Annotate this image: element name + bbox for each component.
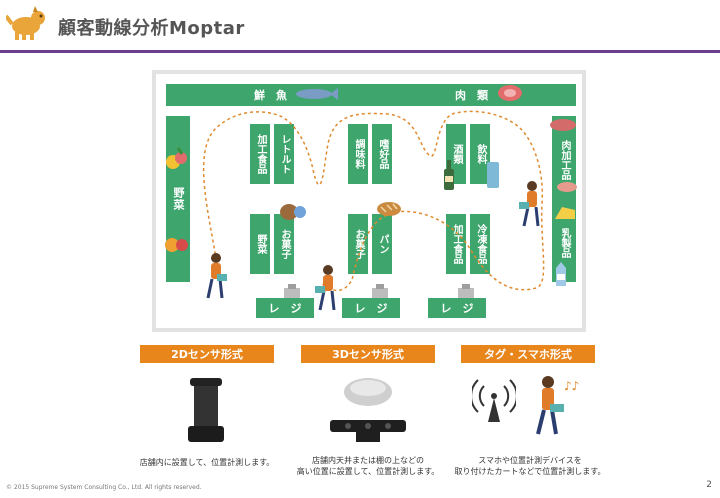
shelf-label: 野菜: [172, 187, 185, 211]
shopper-figure-icon: [206, 253, 227, 299]
method-label-tag-smartphone: タグ・スマホ形式: [461, 345, 595, 363]
desc-line: 取り付けたカートなどで位置計測します。: [454, 467, 606, 476]
shelf-dairy-label: 乳製品: [559, 228, 570, 258]
method-label-text: 3Dセンサ形式: [332, 348, 404, 361]
shelf-right-meat-dairy: 肉加工品 乳製品: [552, 116, 576, 282]
shelf-vegetables-2: 野菜: [250, 214, 270, 274]
desc-line: スマホや位置計測デバイスを: [478, 456, 582, 465]
shelf-label: 加工食品: [451, 224, 462, 264]
wine-bottle-icon: [444, 160, 454, 190]
cheese-icon: [555, 207, 575, 219]
ham-icon: [550, 119, 576, 131]
cash-register-icon: [372, 284, 388, 298]
shelf-snacks-2: お菓子: [348, 214, 368, 274]
cash-register-icon: [284, 284, 300, 298]
vegetables-icon: [166, 147, 187, 169]
register-3: レ ジ: [428, 298, 486, 318]
method-label-3d-sensor: 3Dセンサ形式: [301, 345, 435, 363]
shelf-label: お菓子: [279, 229, 290, 259]
desc-line: 店舗内に設置して、位置計測します。: [139, 458, 275, 467]
shelf-label: 飲料: [475, 144, 486, 164]
cash-register-icon: [458, 284, 474, 298]
shelf-top-fish-meat: 鮮 魚 肉 類: [166, 84, 576, 106]
desc-line: 店舗内天井または棚の上などの: [312, 456, 424, 465]
fish-icon: [296, 88, 338, 100]
shelf-label: レトルト: [279, 134, 290, 174]
register-2: レ ジ: [342, 298, 400, 318]
2d-sensor-device-icon: [188, 378, 224, 442]
shelf-label: お菓子: [353, 229, 364, 259]
shelf-bread: パン: [372, 214, 392, 274]
shelf-luxury-goods: 嗜好品: [372, 124, 392, 184]
milk-carton-icon: [556, 262, 566, 286]
shelf-fish-label: 鮮 魚: [254, 89, 287, 102]
shelf-label: パン: [377, 234, 388, 254]
wireless-tag-icon: [472, 379, 516, 422]
shelf-label: 調味料: [353, 139, 364, 169]
method-label-2d-sensor: 2Dセンサ形式: [140, 345, 274, 363]
method-desc-2d: 店舗内に設置して、位置計測します。: [130, 457, 284, 468]
shelf-label: 加工食品: [255, 134, 266, 174]
dog-logo-icon: [6, 6, 45, 40]
header: 顧客動線分析Moptar: [0, 0, 720, 50]
shelf-label: 酒類: [451, 144, 462, 164]
shelf-beverages: 飲料: [470, 124, 490, 184]
shelf-processed-food-1: 加工食品: [250, 124, 270, 184]
shopper-figure-icon: [315, 265, 336, 311]
method-label-text: 2Dセンサ形式: [171, 348, 243, 361]
shelf-frozen-food: 冷凍食品: [470, 214, 490, 274]
fruit-icon: [165, 238, 188, 252]
shopper-figure-icon: [519, 181, 540, 227]
shelf-seasoning: 調味料: [348, 124, 368, 184]
desc-line: 高い位置に設置して、位置計測します。: [296, 467, 440, 476]
page-number: 2: [706, 480, 712, 490]
shelf-meat-label: 肉 類: [455, 89, 488, 102]
meat-icon: [498, 85, 522, 101]
shelf-retort: レトルト: [274, 124, 294, 184]
shelf-vegetables-left: 野菜: [166, 116, 190, 282]
3d-sensor-device-icon: [330, 378, 406, 442]
shelf-label: 冷凍食品: [475, 224, 486, 264]
register-label: レ ジ: [440, 302, 474, 315]
shelf-processed-food-2: 加工食品: [446, 214, 466, 274]
copyright: © 2015 Supreme System Consulting Co., Lt…: [6, 484, 202, 491]
register-label: レ ジ: [354, 302, 388, 315]
shelf-label: 嗜好品: [377, 139, 388, 169]
shelf-label: 野菜: [255, 234, 266, 254]
shopper-with-smartphone-icon: ♪♪: [536, 376, 579, 435]
drink-can-icon: [487, 162, 499, 188]
method-label-text: タグ・スマホ形式: [484, 348, 572, 361]
shelf-meat-processed-label: 肉加工品: [559, 140, 570, 180]
register-label: レ ジ: [268, 302, 302, 315]
shelf-snacks-1: お菓子: [274, 214, 294, 274]
svg-text:♪♪: ♪♪: [564, 379, 579, 393]
register-1: レ ジ: [256, 298, 314, 318]
page-title: 顧客動線分析Moptar: [58, 18, 245, 39]
method-desc-tag: スマホや位置計測デバイスを 取り付けたカートなどで位置計測します。: [452, 455, 608, 477]
header-divider: [0, 50, 720, 53]
snacks-icon: [280, 204, 306, 220]
method-desc-3d: 店舗内天井または棚の上などの 高い位置に設置して、位置計測します。: [290, 455, 446, 477]
sausage-icon: [557, 182, 577, 192]
store-floor-map: 鮮 魚 肉 類 野菜 肉加工品 乳製品 加工食品 レトルト 調味料 嗜好品 酒類…: [152, 70, 586, 332]
